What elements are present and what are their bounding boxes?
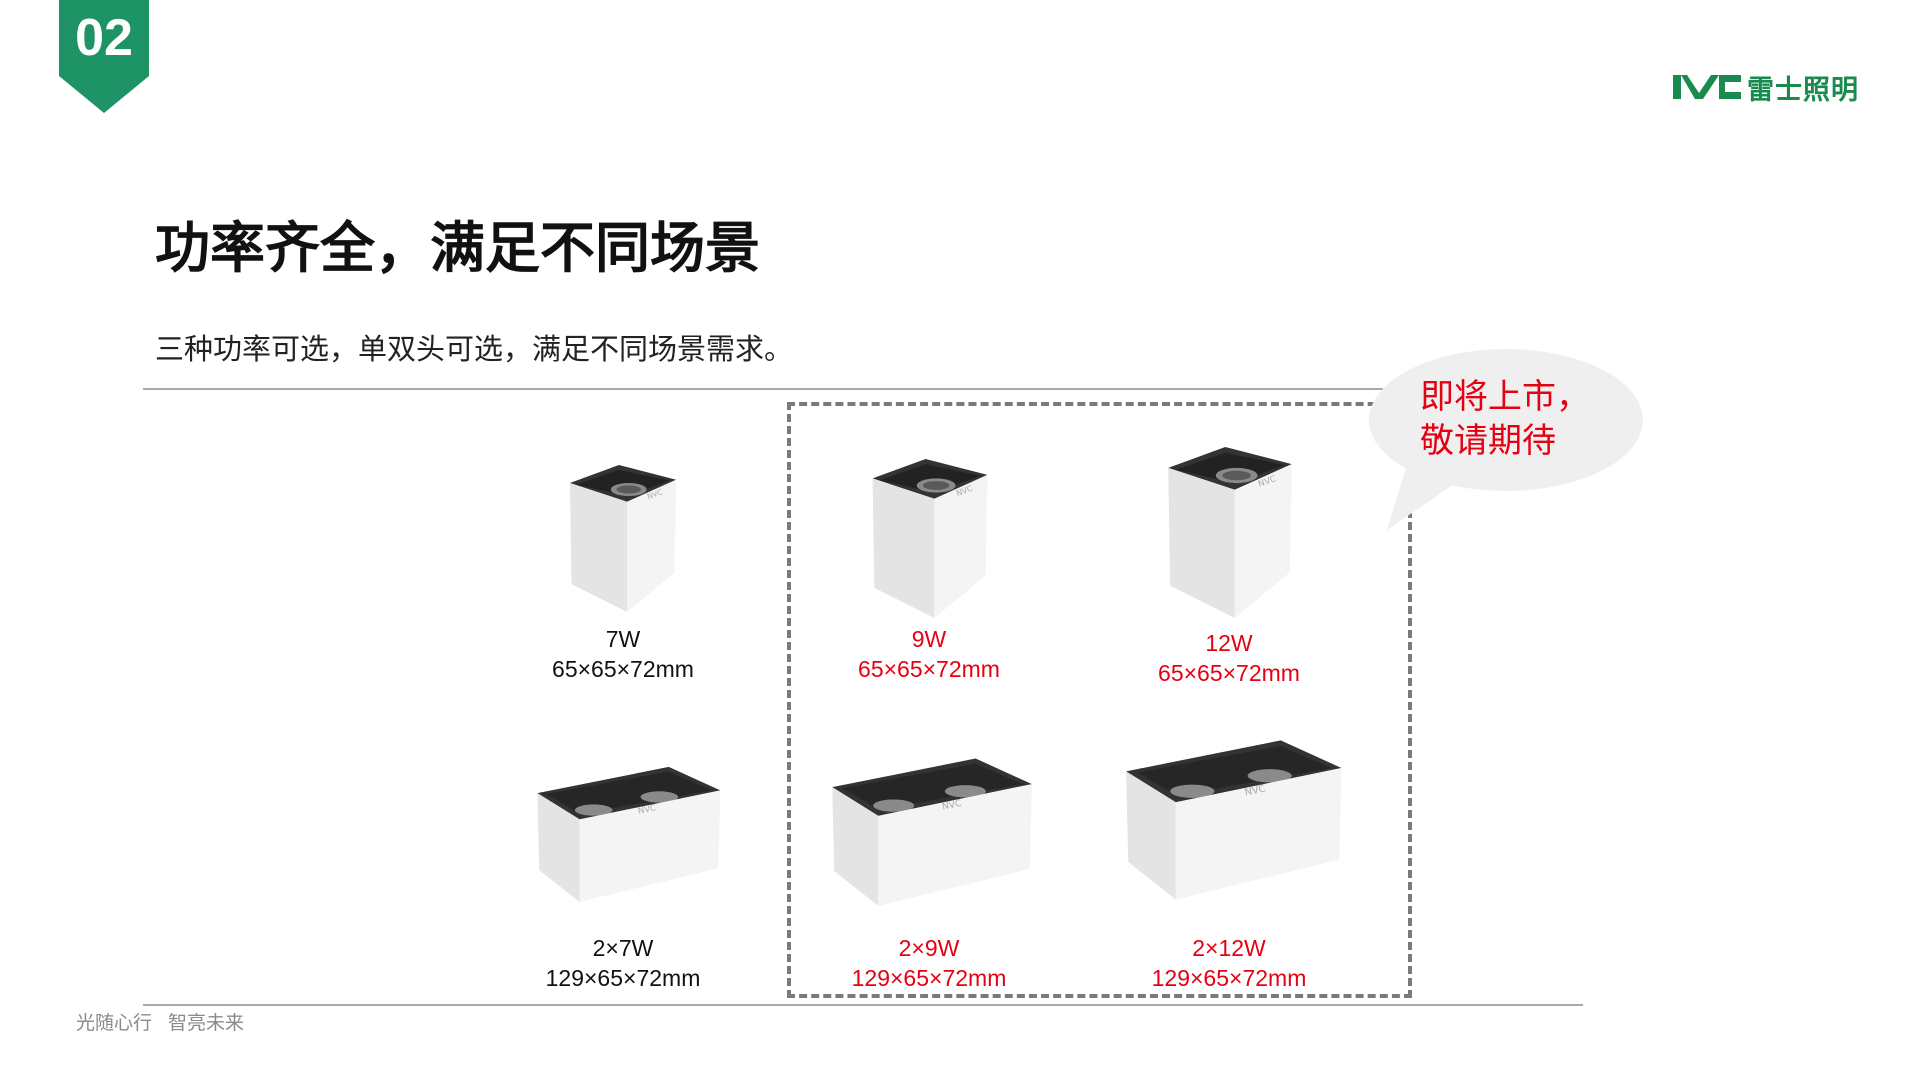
- coming-soon-frame: [787, 402, 1412, 998]
- product-label-12w: 12W 65×65×72mm: [1099, 628, 1359, 688]
- product-image-7w: [558, 465, 688, 612]
- page-title: 功率齐全，满足不同场景: [155, 216, 761, 280]
- brand-logo: 雷士照明: [1673, 68, 1859, 106]
- product-power: 9W: [911, 626, 947, 652]
- product-size: 129×65×72mm: [545, 965, 701, 991]
- product-image-12w: [1155, 447, 1305, 618]
- callout-line-1: 即将上市，: [1420, 377, 1590, 417]
- product-power: 2×7W: [592, 935, 654, 961]
- product-label-2x9w: 2×9W 129×65×72mm: [799, 933, 1059, 993]
- top-divider: [143, 388, 1383, 390]
- product-size: 65×65×72mm: [1158, 660, 1300, 686]
- product-label-9w: 9W 65×65×72mm: [799, 624, 1059, 684]
- product-label-2x12w: 2×12W 129×65×72mm: [1099, 933, 1359, 993]
- product-image-2x12w: [1115, 715, 1347, 905]
- product-image-9w: [860, 459, 1000, 618]
- brand-name: 雷士照明: [1747, 74, 1859, 105]
- section-number: 02: [75, 9, 133, 67]
- callout-line-2: 敬请期待: [1420, 421, 1556, 461]
- product-label-7w: 7W 65×65×72mm: [493, 624, 753, 684]
- product-size: 129×65×72mm: [1151, 965, 1307, 991]
- product-size: 65×65×72mm: [858, 656, 1000, 682]
- bottom-divider: [143, 1004, 1583, 1006]
- speech-bubble: [1369, 349, 1643, 530]
- product-size: 65×65×72mm: [552, 656, 694, 682]
- product-image-2x9w: [822, 733, 1037, 913]
- product-power: 2×9W: [898, 935, 960, 961]
- product-size: 129×65×72mm: [851, 965, 1007, 991]
- product-label-2x7w: 2×7W 129×65×72mm: [493, 933, 753, 993]
- footer-slogan: 光随心行 智亮未来: [76, 1012, 245, 1034]
- section-badge: [59, 0, 149, 113]
- coming-soon-callout: 即将上市， 敬请期待: [1420, 375, 1590, 463]
- product-power: 7W: [605, 626, 641, 652]
- product-power: 2×12W: [1192, 935, 1266, 961]
- nvc-logo-icon: [1673, 75, 1741, 99]
- product-image-2x7w: [528, 740, 725, 912]
- page-subtitle: 三种功率可选，单双头可选，满足不同场景需求。: [155, 332, 794, 366]
- product-power: 12W: [1205, 630, 1253, 656]
